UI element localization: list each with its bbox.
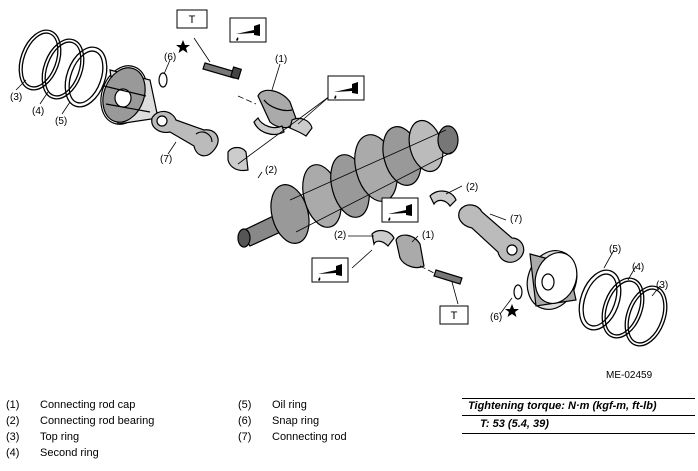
callout-1-upper: (1)	[275, 54, 287, 65]
oil-can-icon	[229, 17, 267, 43]
oil-ring-lower	[578, 269, 622, 331]
snap-ring-upper	[158, 72, 168, 88]
bearing-upper-b	[227, 146, 249, 172]
piston-upper	[100, 65, 159, 125]
callout-7-upper: (7)	[160, 154, 172, 165]
exploded-diagram: T T (1) (6) (3) (4) (5) (7) (2) (2) (7) …	[10, 9, 668, 347]
callout-5-lower: (5)	[609, 244, 621, 255]
star-icon	[505, 304, 519, 317]
callout-2-upper: (2)	[265, 165, 277, 176]
legend-item: (2)Connecting rod bearing	[6, 415, 155, 427]
star-icon	[176, 40, 190, 53]
bearing-lower-a	[429, 190, 457, 207]
piston-lower	[526, 250, 578, 310]
bearing-lower-b	[371, 229, 395, 247]
oil-can-icon	[311, 257, 349, 283]
second-ring-upper	[41, 38, 85, 100]
callout-4-upper: (4)	[32, 106, 44, 117]
callout-3-lower: (3)	[656, 280, 668, 291]
top-ring-lower	[624, 285, 668, 347]
callout-2-lower-b: (2)	[334, 230, 346, 241]
legend-item: (6)Snap ring	[238, 415, 320, 427]
leader-lines-upper	[15, 37, 331, 179]
rod-cap-lower	[395, 234, 425, 269]
top-ring-upper	[18, 29, 62, 91]
connecting-rod-lower	[458, 204, 525, 263]
bolt-lower	[433, 269, 463, 285]
torque-value: T: 53 (5.4, 39)	[462, 416, 695, 434]
legend-item: (4)Second ring	[6, 447, 99, 459]
callout-2-lower-a: (2)	[466, 182, 478, 193]
callout-6-upper: (6)	[164, 52, 176, 63]
torque-header: Tightening torque: N·m (kgf-m, ft-lb)	[462, 398, 695, 416]
legend-column-2: (5)Oil ring (6)Snap ring (7)Connecting r…	[238, 397, 347, 445]
callout-4-lower: (4)	[632, 262, 644, 273]
legend-item: (1)Connecting rod cap	[6, 399, 136, 411]
svg-text:T: T	[189, 14, 196, 26]
torque-t-box-upper: T	[176, 9, 208, 29]
callout-5-upper: (5)	[55, 116, 67, 127]
bearing-upper-a	[253, 116, 285, 135]
snap-ring-lower	[513, 284, 523, 300]
legend-column-1: (1)Connecting rod cap (2)Connecting rod …	[6, 397, 154, 461]
callout-3-upper: (3)	[10, 92, 22, 103]
torque-t-box-lower: T	[439, 305, 469, 325]
callout-1-lower: (1)	[422, 230, 434, 241]
second-ring-lower	[601, 277, 645, 339]
oil-ring-upper	[64, 46, 108, 108]
torque-spec-table: Tightening torque: N·m (kgf-m, ft-lb) T:…	[462, 398, 695, 434]
leader-lines-lower	[348, 185, 661, 315]
connecting-rod-upper	[151, 110, 219, 157]
legend-item: (3)Top ring	[6, 431, 80, 443]
callout-6-lower: (6)	[490, 312, 502, 323]
callout-7-lower: (7)	[510, 214, 522, 225]
legend-item: (5)Oil ring	[238, 399, 307, 411]
reference-code: ME-02459	[606, 370, 653, 381]
bearing-upper-c	[289, 117, 313, 137]
legend-item: (7)Connecting rod	[238, 431, 347, 443]
svg-text:T: T	[451, 310, 458, 322]
oil-can-icon	[327, 75, 365, 101]
oil-can-icon	[381, 197, 419, 223]
bolt-upper	[202, 62, 243, 80]
crankshaft	[237, 119, 459, 248]
